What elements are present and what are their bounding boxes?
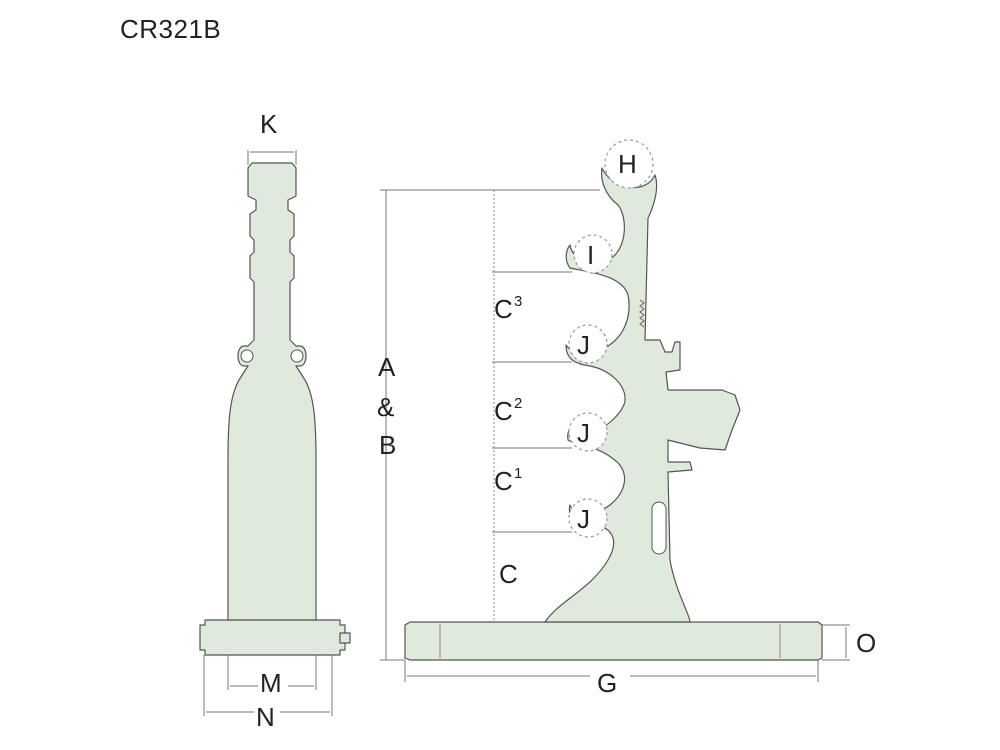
model-title: CR321B [120,14,222,44]
label-j3: J [577,330,590,360]
front-body [227,162,317,621]
side-view: A & B C 3 C 2 C 1 C H I J J J [377,139,876,698]
label-c: C [499,559,518,589]
front-ring-right-hole [290,349,304,363]
label-c3: C [494,294,513,324]
label-i: I [587,240,594,270]
label-amp: & [377,392,394,422]
callout-j1-circle [568,498,608,538]
callout-h-circle [604,139,654,189]
label-n: N [256,702,275,732]
label-o: O [856,628,876,658]
label-c2-sup: 2 [514,395,522,412]
label-h: H [618,149,637,179]
front-ring-left-hole [240,349,254,363]
label-c1: C [494,466,513,496]
label-g: G [597,668,617,698]
side-column [544,167,741,623]
side-base [404,621,823,661]
front-view: K M N [199,109,351,732]
front-base [199,619,346,656]
label-b: B [379,430,396,460]
callout-j3-circle [568,324,608,364]
label-m: M [260,668,282,698]
label-a: A [378,352,396,382]
label-j1: J [577,504,590,534]
callout-j2-circle [568,412,608,452]
label-c2: C [494,396,513,426]
side-slot [651,501,667,555]
label-c1-sup: 1 [514,465,522,482]
label-k: K [260,109,278,139]
label-c3-sup: 3 [514,293,522,310]
front-base-nub [339,632,351,644]
label-j2: J [577,418,590,448]
callout-i-circle [573,234,613,274]
